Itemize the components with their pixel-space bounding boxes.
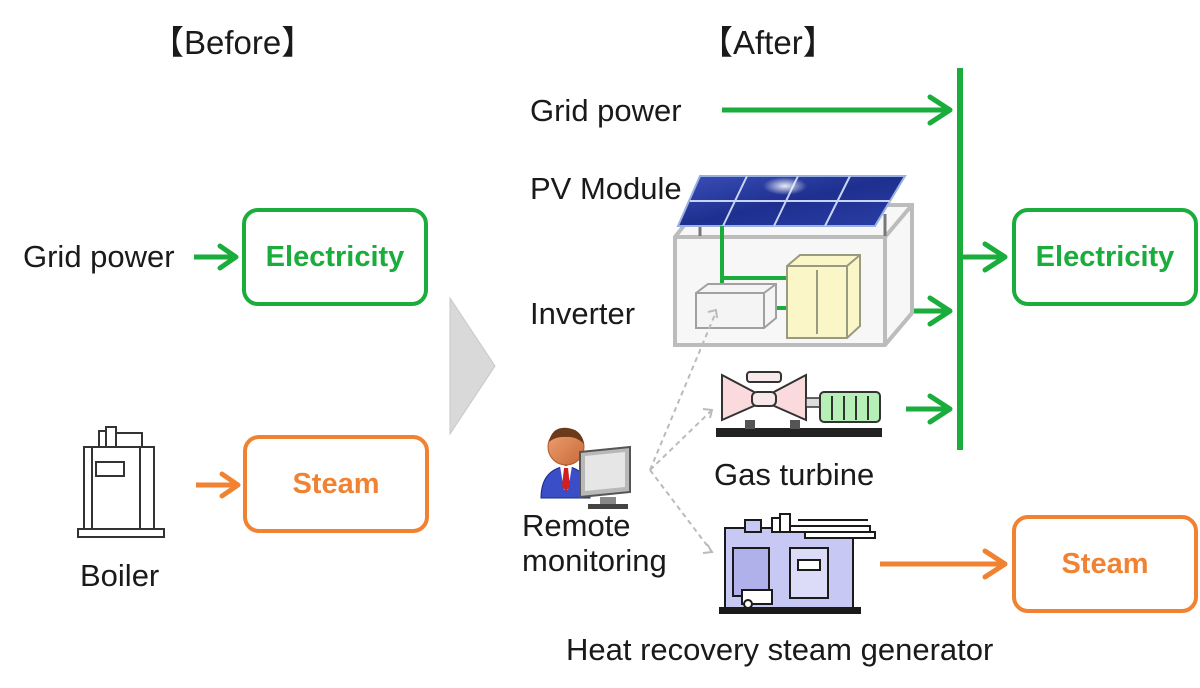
pv-module-icon xyxy=(676,175,907,236)
remote-link-arrowheads xyxy=(702,308,718,554)
heat-recovery-steam-generator-icon xyxy=(719,513,876,614)
remote-label-line1: Remote xyxy=(522,508,631,543)
to-electricity-arrow xyxy=(962,241,1008,273)
hrsg-steam-arrow xyxy=(880,548,1008,580)
boiler-label: Boiler xyxy=(80,558,160,593)
transition-arrow xyxy=(449,296,496,436)
before-electricity-box: Electricity xyxy=(242,208,428,306)
gas-turbine-output-arrow xyxy=(906,393,953,425)
before-steam-arrow xyxy=(196,471,241,499)
inverter-icon xyxy=(695,283,777,329)
gas-turbine-icon xyxy=(716,371,882,437)
gas-turbine-label: Gas turbine xyxy=(714,457,875,492)
boiler-icon xyxy=(77,426,165,538)
before-grid-arrow xyxy=(194,243,239,271)
after-steam-box: Steam xyxy=(1012,515,1198,613)
remote-label-line2: monitoring xyxy=(522,543,667,578)
after-electricity-box: Electricity xyxy=(1012,208,1198,306)
after-grid-arrow xyxy=(722,94,953,126)
inverter-label: Inverter xyxy=(530,296,636,331)
remote-monitoring-person-icon xyxy=(540,427,631,509)
pv-module-label: PV Module xyxy=(530,171,682,206)
before-grid-power-label: Grid power xyxy=(23,239,175,274)
hrsg-label: Heat recovery steam generator xyxy=(566,632,994,667)
after-grid-power-label: Grid power xyxy=(530,93,682,128)
remote-monitoring-links xyxy=(649,311,717,553)
after-header: 【After】 xyxy=(700,24,836,61)
battery-cabinet-icon xyxy=(786,254,861,339)
before-header: 【Before】 xyxy=(151,24,315,61)
before-steam-box: Steam xyxy=(243,435,429,533)
